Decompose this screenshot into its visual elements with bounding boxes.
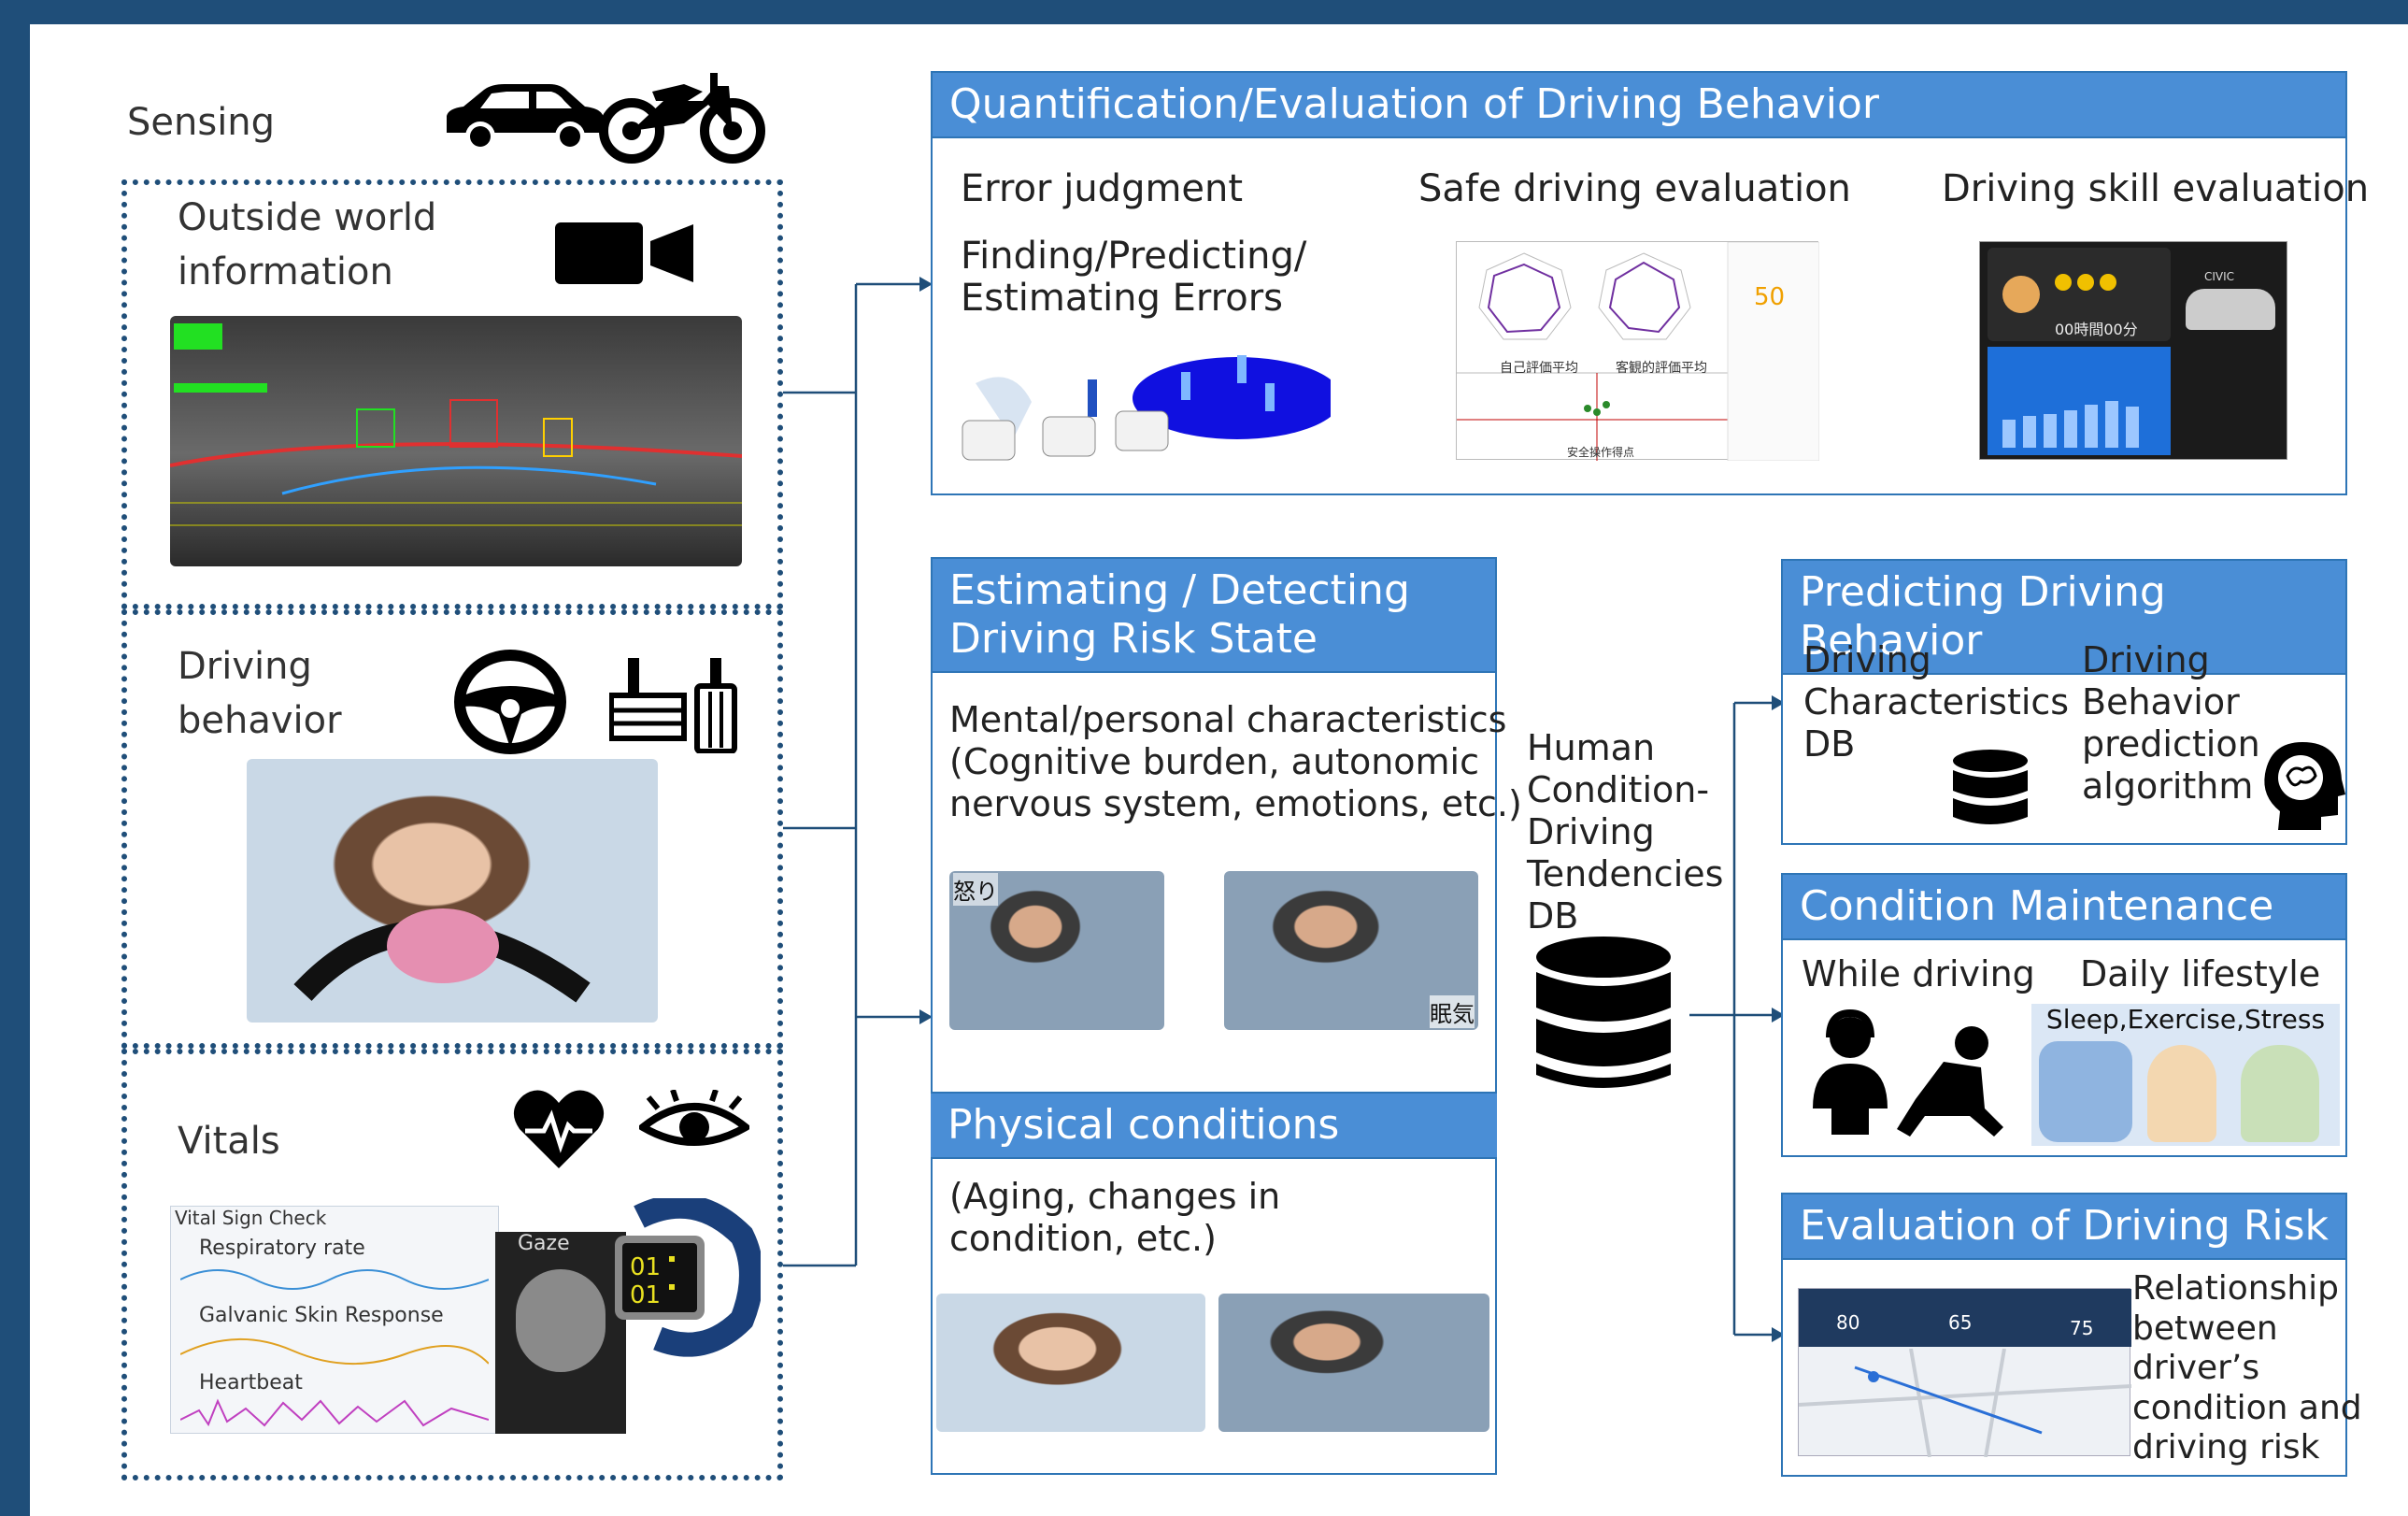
- safe-score-value: 50: [1754, 283, 1786, 311]
- self-eval-label: 自己評価平均: [1500, 361, 1578, 376]
- physical-header-bar: Physical conditions: [931, 1092, 1497, 1159]
- respiratory-label: Respiratory rate: [199, 1237, 365, 1260]
- svg-text:01: 01: [630, 1281, 661, 1309]
- vitals-label: Vitals: [178, 1120, 280, 1163]
- maintenance-title: Condition Maintenance: [1783, 875, 2345, 940]
- error-simulation-illustration: [962, 355, 1331, 461]
- small-database-icon: [1953, 750, 2028, 824]
- driving-behavior-box: [121, 609, 783, 1049]
- sensing-title: Sensing: [127, 101, 276, 144]
- car-icon: [447, 84, 604, 151]
- skill-evaluation-panel: 00時間00分 CIVIC: [1979, 241, 2287, 460]
- daily-detail-label: Sleep,Exercise,Stress: [2045, 1004, 2326, 1035]
- risk-score-3: 75: [2070, 1317, 2094, 1339]
- car-model-label: CIVIC: [2204, 270, 2235, 283]
- steering-wheel-icon: [454, 650, 566, 754]
- safe-driving-panel: 自己評価平均 客観的評価平均 安全操作得点 50: [1456, 241, 1820, 462]
- frame-top-bar: [0, 0, 2408, 24]
- risk-state-title: Estimating / Detecting Driving Risk Stat…: [933, 559, 1495, 673]
- daily-lifestyle-illustration: Sleep,Exercise,Stress: [2031, 1004, 2340, 1146]
- heart-monitor-icon: [513, 1090, 605, 1168]
- error-detail-label: Finding/Predicting/ Estimating Errors: [961, 235, 1307, 320]
- risk-score-1: 80: [1836, 1311, 1860, 1334]
- motorcycle-icon: [599, 73, 765, 164]
- physical-title: Physical conditions: [948, 1101, 1340, 1149]
- quantification-title: Quantification/Evaluation of Driving Beh…: [933, 73, 2345, 138]
- database-icon: [1536, 937, 1671, 1088]
- frame-left-bar: [0, 0, 30, 1516]
- skill-evaluation-label: Driving skill evaluation: [1942, 167, 2370, 210]
- vital-sign-header: Vital Sign Check: [175, 1207, 327, 1229]
- gaze-label: Gaze: [518, 1232, 570, 1255]
- smartwatch-icon: 01 01: [615, 1198, 761, 1357]
- pedals-icon: [609, 658, 737, 753]
- elderly-driver-photo: [1218, 1294, 1489, 1432]
- physical-detail-text: (Aging, changes in condition, etc.): [949, 1176, 1281, 1259]
- risk-evaluation-title: Evaluation of Driving Risk: [1783, 1194, 2345, 1260]
- error-judgment-label: Error judgment: [961, 167, 1244, 210]
- prediction-algorithm-label: Driving Behavior prediction algorithm: [2082, 639, 2260, 807]
- brain-head-icon: [2264, 742, 2345, 830]
- risk-dashboard: 80 65 75: [1798, 1288, 2131, 1457]
- screaming-driver-photo: [247, 759, 658, 1023]
- safe-driving-label: Safe driving evaluation: [1418, 167, 1851, 210]
- sleepy-tag: 眠気: [1430, 995, 1475, 1028]
- heartbeat-label: Heartbeat: [199, 1371, 303, 1394]
- outside-world-box: [121, 179, 783, 609]
- outside-world-label: Outside world information: [178, 196, 437, 293]
- driving-time-label: 00時間00分: [2055, 321, 2138, 338]
- human-condition-db-label: Human Condition- Driving Tendencies DB: [1527, 727, 1724, 937]
- daily-lifestyle-label: Daily lifestyle: [2080, 953, 2321, 994]
- vital-sign-panel: Vital Sign Check Respiratory rate Galvan…: [170, 1206, 499, 1434]
- driver-relax-icon: [1813, 1008, 2003, 1137]
- characteristics-db-label: Driving Characteristics DB: [1803, 639, 2070, 765]
- svg-text:01: 01: [630, 1253, 661, 1281]
- mental-characteristics-text: Mental/personal characteristics (Cogniti…: [949, 699, 1522, 824]
- predicting-title: Predicting Driving Behavior: [1783, 561, 2345, 675]
- vitals-box: [121, 1049, 783, 1480]
- while-driving-label: While driving: [1802, 953, 2035, 994]
- predicting-box: Predicting Driving Behavior: [1781, 559, 2347, 845]
- sleepy-driver-photo: 眠気: [1224, 871, 1478, 1030]
- dashcam-image: [170, 316, 742, 566]
- angry-driver-photo: 怒り: [949, 871, 1164, 1030]
- risk-score-2: 65: [1948, 1311, 1973, 1334]
- safety-score-axis-label: 安全操作得点: [1567, 446, 1635, 459]
- tired-driver-photo: [936, 1294, 1205, 1432]
- risk-evaluation-detail: Relationship between driver’s condition …: [2132, 1269, 2362, 1466]
- driving-behavior-label: Driving behavior: [178, 645, 342, 742]
- objective-eval-label: 客観的評価平均: [1616, 361, 1707, 376]
- gaze-camera-view: Gaze: [495, 1232, 626, 1434]
- eye-icon: [639, 1090, 749, 1146]
- anger-tag: 怒り: [953, 873, 998, 906]
- gsr-label: Galvanic Skin Response: [199, 1304, 444, 1327]
- video-camera-icon: [555, 222, 693, 284]
